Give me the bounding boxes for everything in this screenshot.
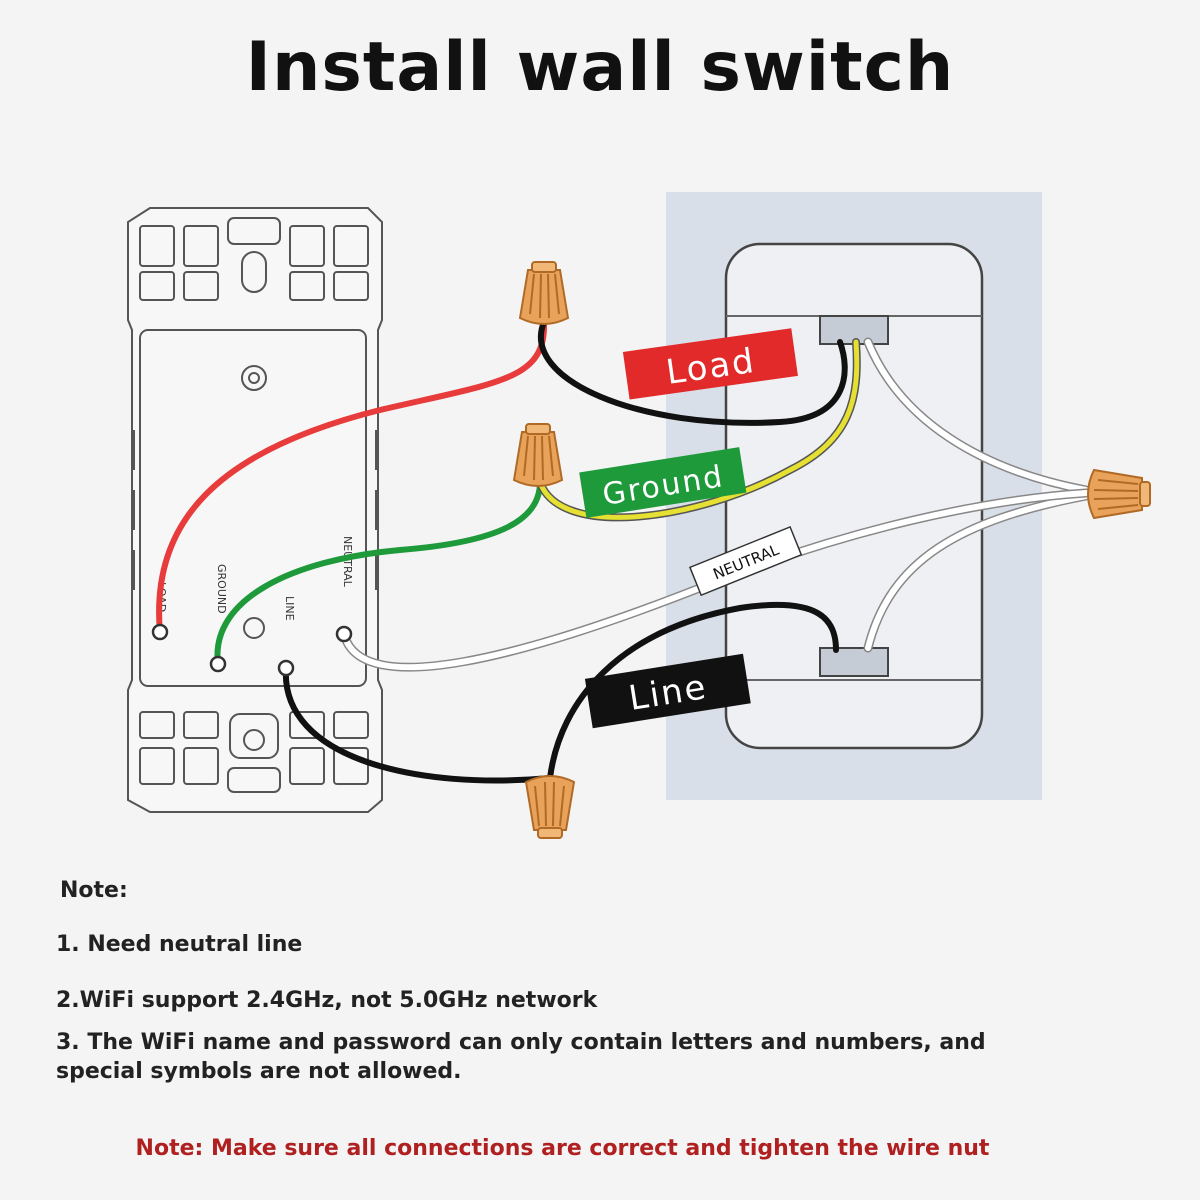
ground-terminal: [209, 655, 227, 673]
wire-nut-load: [519, 261, 569, 325]
neutral-terminal: [335, 625, 353, 643]
line-tag: Line: [584, 653, 751, 729]
warning-note: Note: Make sure all connections are corr…: [135, 1136, 990, 1161]
note-item: 1. Need neutral line: [56, 932, 303, 957]
wire-nut-line: [525, 775, 575, 839]
line-terminal: [277, 659, 295, 677]
terminal-label-neutral: NEUTRAL: [341, 536, 354, 588]
terminal-label-ground: GROUND: [215, 564, 228, 614]
load-terminal: [151, 623, 169, 641]
wire-nut-ground: [513, 423, 563, 487]
notes-heading: Note:: [60, 878, 128, 903]
note-item: 2.WiFi support 2.4GHz, not 5.0GHz networ…: [56, 988, 598, 1013]
bottom-terminal-block: [819, 647, 889, 677]
wire-nut-neutral: [1087, 469, 1151, 519]
terminal-label-line: LINE: [283, 596, 296, 621]
note-item: 3. The WiFi name and password can only c…: [56, 1030, 986, 1084]
smart-switch: [127, 207, 383, 813]
page-title: Install wall switch: [245, 28, 955, 107]
